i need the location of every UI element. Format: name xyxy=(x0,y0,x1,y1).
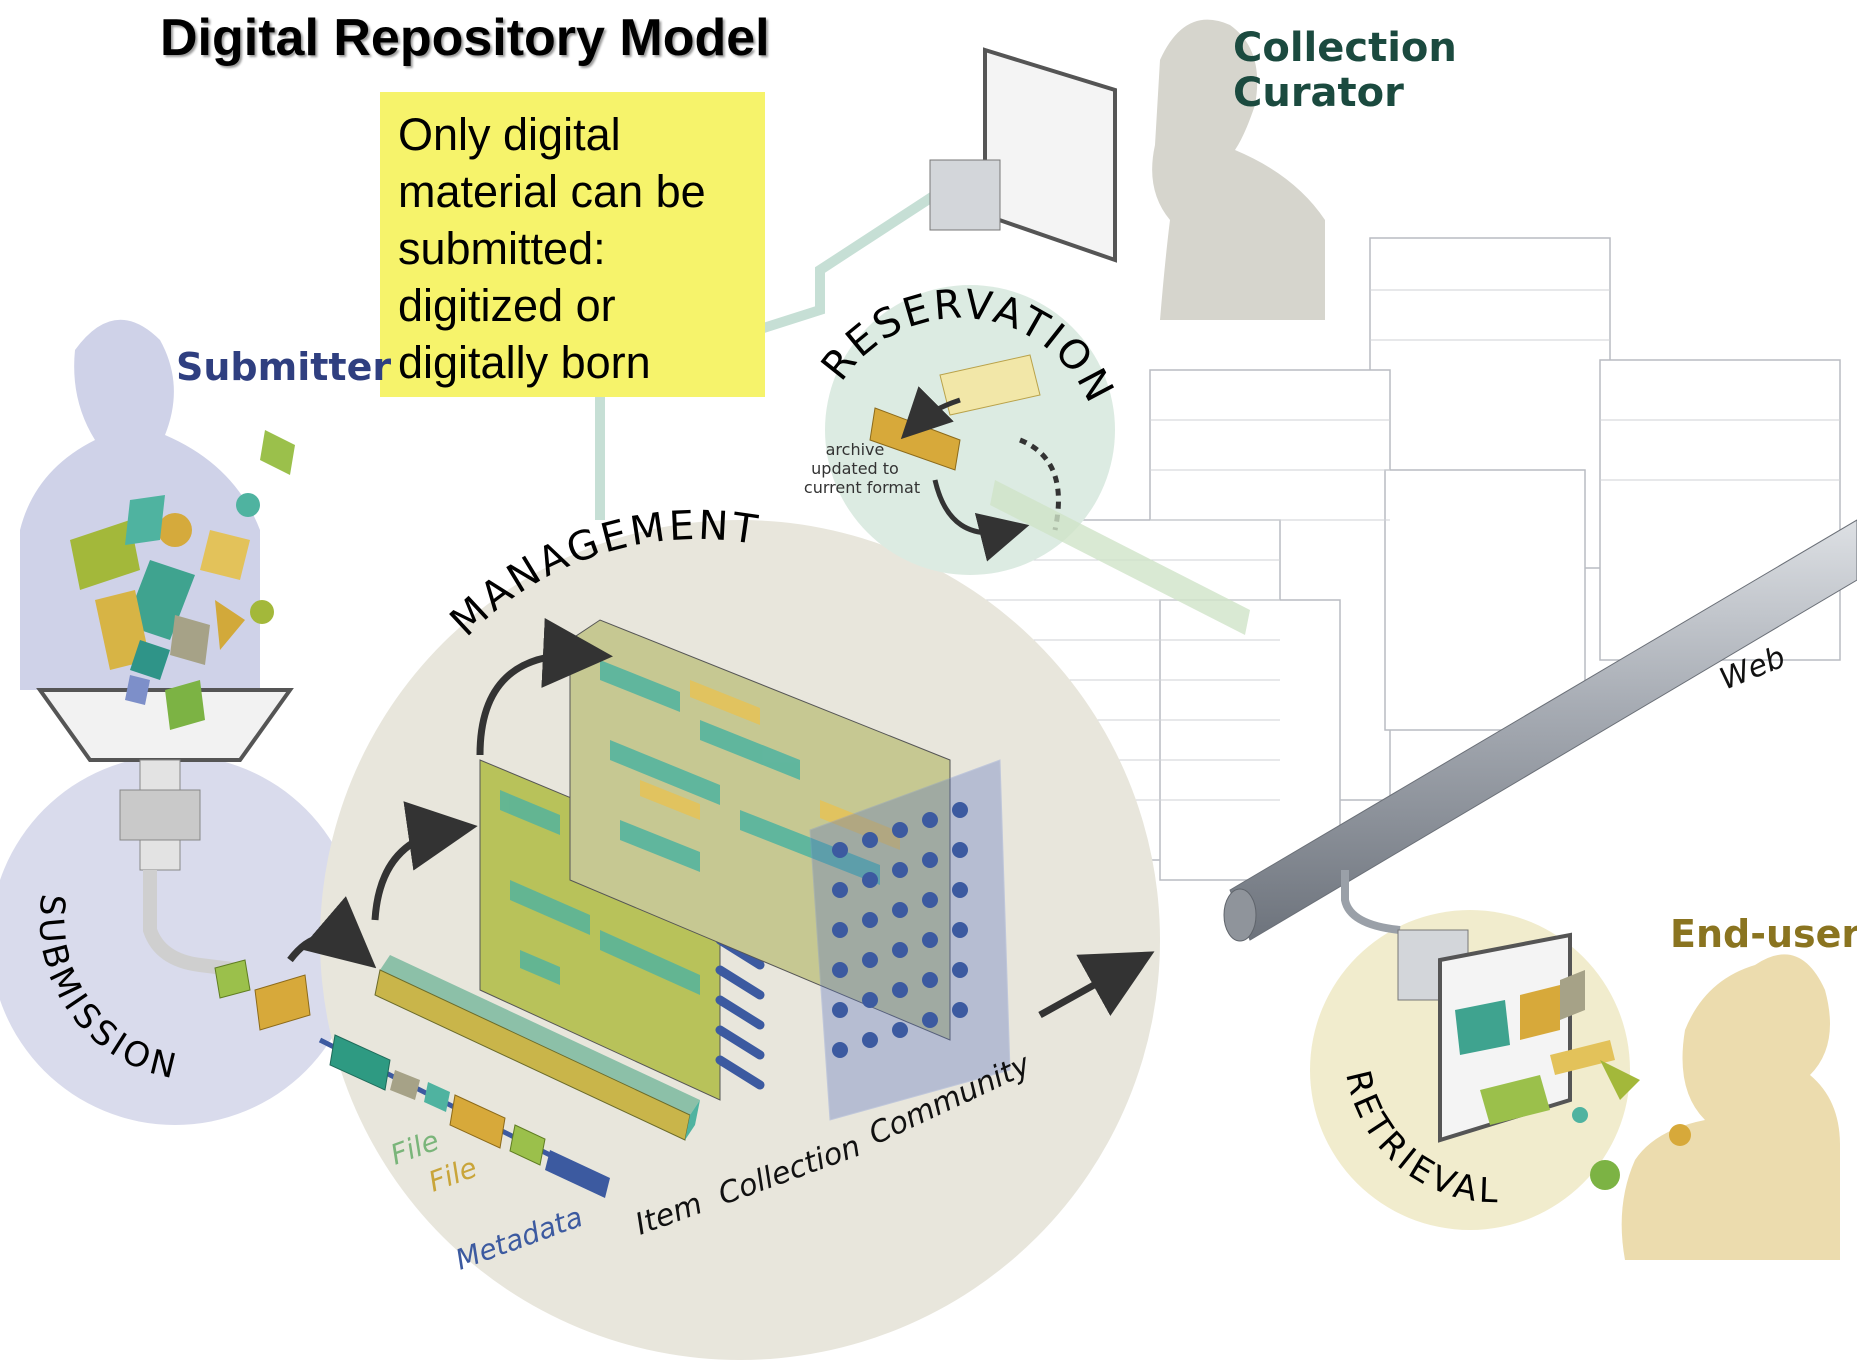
submission-stream xyxy=(143,870,311,1031)
retrieval-screen xyxy=(1341,870,1691,1190)
incoming-digital-objects xyxy=(70,430,295,730)
collection-curator-label-line1: Collection xyxy=(1233,25,1457,71)
web-pipe xyxy=(1223,519,1857,942)
submitter-label: Submitter xyxy=(176,345,392,389)
preservation-objects xyxy=(869,354,1250,635)
end-user-silhouette xyxy=(1621,954,1840,1260)
submission-funnel xyxy=(36,688,294,871)
svg-text:current format: current format xyxy=(804,478,920,497)
end-user-label: End-user xyxy=(1670,912,1857,956)
item-bar xyxy=(374,955,700,1141)
note-line: digitally born xyxy=(398,337,651,388)
preservation-note: archive updated to current format xyxy=(804,440,920,497)
submission-circle xyxy=(0,755,360,1125)
collection-curator-label-line2: Curator xyxy=(1233,70,1404,116)
preservation-circle xyxy=(825,285,1115,575)
callout-note: Only digital material can be submitted: … xyxy=(380,92,765,397)
note-line: material can be xyxy=(398,166,706,217)
curator-silhouette xyxy=(1152,19,1325,321)
community-block xyxy=(569,619,1011,1121)
note-line: Only digital xyxy=(398,109,621,160)
note-line: submitted: xyxy=(398,223,606,274)
note-line: digitized or xyxy=(398,280,616,331)
svg-text:archive: archive xyxy=(826,440,885,459)
item-components xyxy=(318,1034,610,1198)
curator-screen xyxy=(929,47,1117,263)
storage-shelves xyxy=(899,237,1841,881)
curator-pipe xyxy=(595,190,938,520)
page-title: Digital Repository Model xyxy=(160,9,770,67)
flow-arrows xyxy=(287,618,1155,1019)
svg-text:updated to: updated to xyxy=(811,459,899,478)
